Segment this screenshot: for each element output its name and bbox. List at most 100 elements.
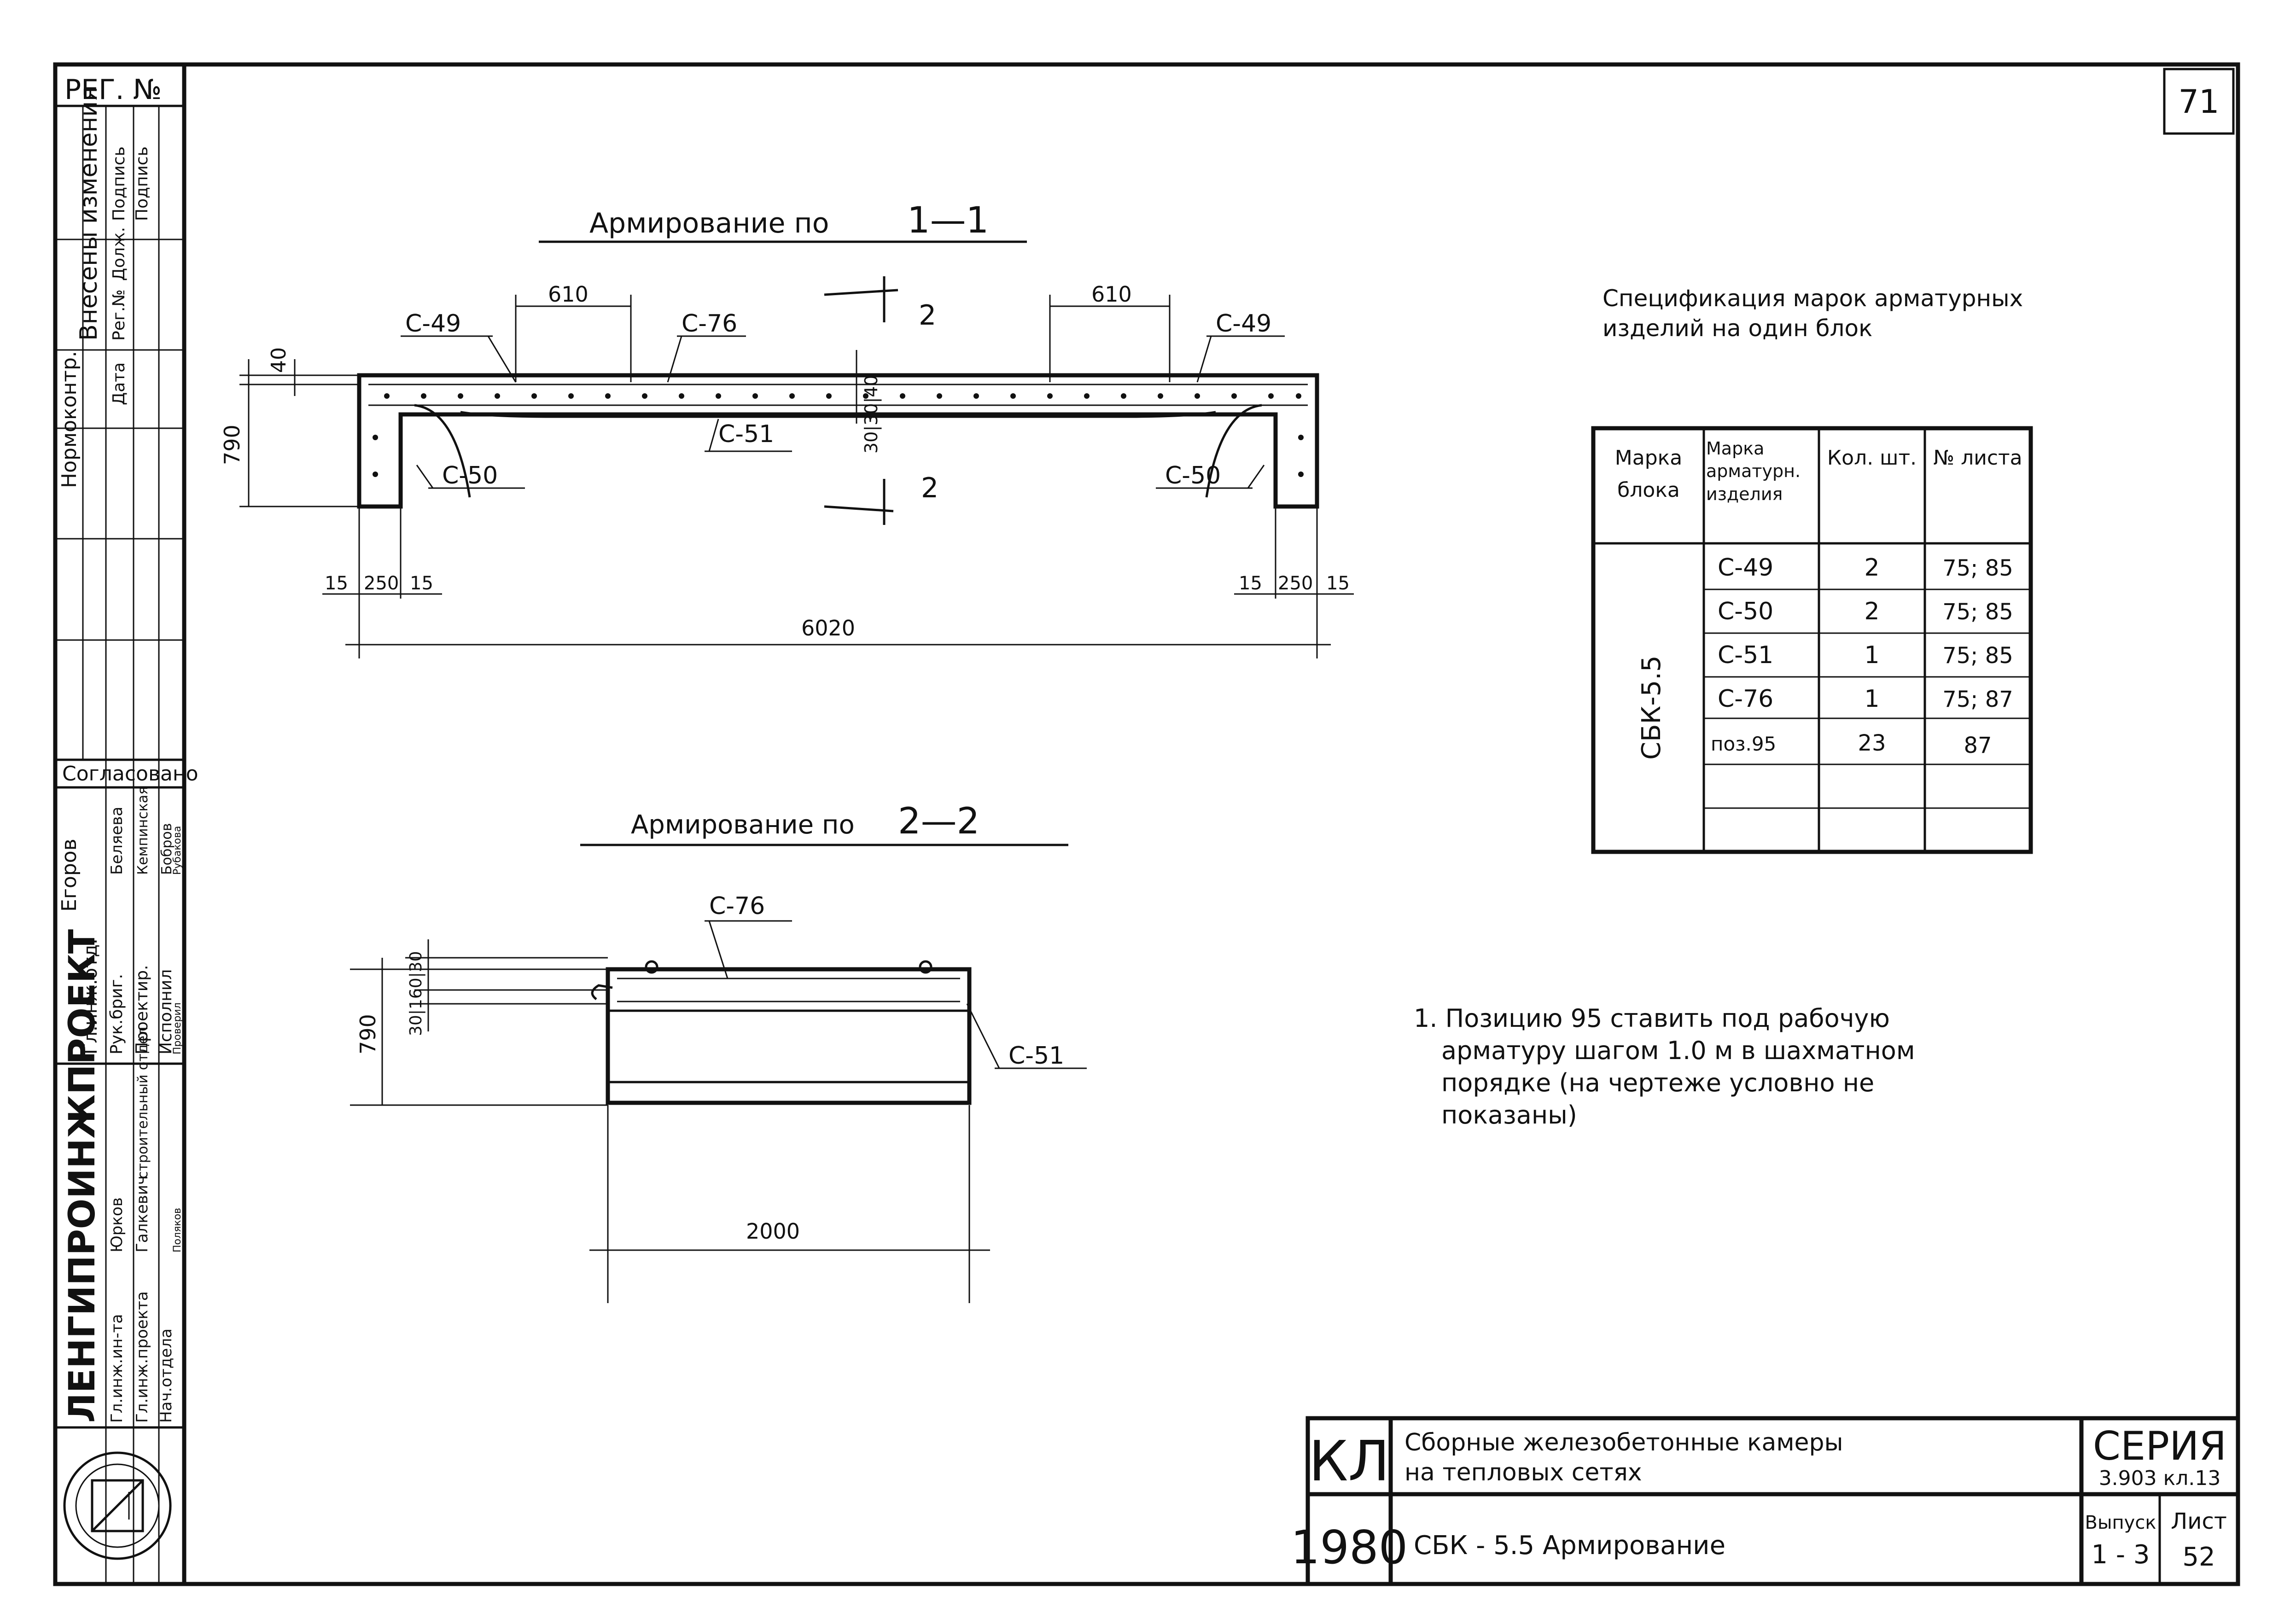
title-year: 1980 — [1291, 1520, 1408, 1574]
issue-label: Выпуск — [2085, 1512, 2156, 1533]
s1-label-c50-right: С-50 — [1165, 462, 1221, 489]
note-line-1: 1. Позицию 95 ставить под рабочую — [1414, 1004, 1890, 1033]
title-block: КЛ 1980 Сборные железобетонные камеры на… — [1291, 1416, 2240, 1586]
section-2-title: Армирование по — [631, 810, 855, 840]
org-name-2: Галкевич — [133, 1176, 152, 1252]
svg-text:1: 1 — [1864, 685, 1879, 713]
spec-header-block: Марка блока — [1614, 446, 1683, 502]
page-number-box: 71 — [2163, 68, 2235, 135]
agreed-label: Согласовано — [62, 762, 198, 786]
org-name-3: Поляков — [172, 1208, 183, 1252]
spec-row: С-49 2 75; 85 — [1718, 554, 2013, 582]
org-role-1: Гл.инж.ин-та — [108, 1314, 126, 1423]
note: 1. Позицию 95 ставить под рабочую армату… — [1414, 1004, 1915, 1130]
changes-col-post: Долж. — [110, 227, 128, 281]
org-role-3: Нач.отдела — [157, 1328, 175, 1423]
spec-row: С-50 2 75; 85 — [1718, 598, 2013, 625]
spec-title-1: Спецификация марок арматурных — [1603, 285, 2023, 312]
org-role-2: Гл.инж.проекта — [133, 1291, 152, 1423]
svg-text:С-51: С-51 — [1718, 641, 1773, 669]
s2-dim-790: 790 — [355, 1014, 380, 1054]
left-strip: РЕГ. № Внесены изменения Дата Рег.№ Долж… — [54, 63, 198, 1585]
svg-text:2: 2 — [921, 472, 938, 504]
section-1-rebar-dots — [373, 393, 1304, 477]
s1-label-c49-left: С-49 — [405, 310, 461, 338]
s1-cut-mark-top: 2 — [824, 276, 936, 332]
svg-text:2: 2 — [1864, 554, 1879, 582]
spec-table: Марка блока Марка арматурн. изделия Кол.… — [1591, 426, 2033, 854]
section-1-title: Армирование по — [589, 207, 829, 239]
svg-text:2: 2 — [1864, 598, 1879, 625]
section-1-concrete — [357, 373, 1319, 509]
issue-value: 1 - 3 — [2091, 1540, 2150, 1570]
sheet-value: 52 — [2182, 1542, 2215, 1572]
spec-section: Спецификация марок арматурных изделий на… — [1591, 285, 2033, 854]
s1-dim-15-b: 15 — [410, 573, 433, 594]
svg-text:С-50: С-50 — [1718, 598, 1773, 625]
svg-text:2: 2 — [919, 299, 936, 332]
s1-dim-6020: 6020 — [801, 616, 855, 641]
agreed-name-3: Кемпинская — [135, 786, 151, 875]
agreed-name-5: Рубакова — [172, 826, 183, 875]
s1-dim-790: 790 — [220, 425, 245, 465]
role-4: Исполнил — [157, 969, 175, 1054]
spec-row: С-76 1 75; 87 — [1718, 685, 2013, 713]
section-2-lift-loop-left — [645, 960, 658, 974]
section-1-1: Армирование по 1—1 С-49 — [220, 200, 1354, 658]
s2-label-c51: С-51 — [1008, 1042, 1064, 1070]
role-3: Проектир. — [133, 965, 152, 1054]
section-2-concrete — [606, 967, 972, 1105]
section-2-hook — [591, 984, 613, 1000]
s2-dim-2000: 2000 — [746, 1219, 800, 1244]
note-line-4: показаны) — [1441, 1101, 1577, 1130]
svg-text:С-76: С-76 — [1718, 685, 1773, 713]
spec-header-item: Марка арматурн. изделия — [1706, 438, 1801, 504]
agreed-name-2: Беляева — [108, 807, 126, 875]
svg-text:87: 87 — [1964, 733, 1992, 758]
org-name: ЛЕНГИПРОИНЖПРОЕКТ — [62, 929, 103, 1423]
s1-dim-40: 40 — [267, 347, 291, 373]
s1-dim-250-right: 250 — [1278, 573, 1313, 594]
svg-text:поз.95: поз.95 — [1711, 733, 1776, 755]
changes-col-sign-2: Подпись — [133, 146, 152, 221]
svg-text:75; 85: 75; 85 — [1942, 555, 2013, 581]
section-1-c51-bar — [460, 411, 1216, 418]
s1-cut-mark-bottom: 2 — [824, 472, 938, 525]
svg-text:75; 85: 75; 85 — [1942, 643, 2013, 669]
section-2-cut: 2—2 — [898, 801, 979, 842]
s1-mid-dims: 30|30|40 — [861, 375, 882, 454]
changes-col-sign: Подпись — [110, 146, 128, 221]
s1-dim-15-a: 15 — [325, 573, 348, 594]
title-line-1: Сборные железобетонные камеры — [1404, 1429, 1843, 1456]
org-name-1: Юрков — [108, 1197, 126, 1252]
reg-no-label: РЕГ. № — [64, 74, 162, 106]
role-1: Гл.инж.отд. — [80, 938, 101, 1054]
s1-dim-15-c: 15 — [1239, 573, 1262, 594]
spec-row: поз.95 23 87 — [1711, 730, 1992, 758]
s1-dim-15-d: 15 — [1326, 573, 1350, 594]
section-2-lift-loop-right — [919, 960, 932, 974]
title-subtitle: СБК - 5.5 Армирование — [1414, 1531, 1725, 1561]
spec-row: С-51 1 75; 85 — [1718, 641, 2013, 669]
s1-label-c49-right: С-49 — [1216, 310, 1271, 338]
org-logo — [63, 1451, 172, 1560]
spec-block-mark: СБК-5.5 — [1637, 655, 1667, 760]
note-line-3: порядке (на чертеже условно не — [1441, 1068, 1874, 1097]
s2-label-c76: С-76 — [709, 892, 765, 920]
title-code: КЛ — [1309, 1430, 1389, 1494]
svg-text:С-49: С-49 — [1718, 554, 1773, 582]
svg-text:75; 85: 75; 85 — [1942, 599, 2013, 625]
changes-col-date: Дата — [110, 362, 128, 405]
svg-text:23: 23 — [1858, 730, 1886, 756]
section-2-2: Армирование по 2—2 С-76 С-51 790 30|160|… — [350, 801, 1087, 1303]
s1-dim-610-right: 610 — [1091, 282, 1132, 307]
s1-label-c50-left: С-50 — [442, 462, 498, 489]
s1-dim-610-left: 610 — [548, 282, 589, 307]
spec-header-sheet: № листа — [1933, 446, 2022, 470]
s2-dim-stack: 30|160|30 — [407, 951, 425, 1036]
agreed-name-1: Егоров — [58, 839, 81, 912]
changes-col-reg: Рег.№ — [110, 289, 128, 341]
spec-title-2: изделий на один блок — [1603, 315, 1872, 342]
normocontrol-label: Нормоконтр. — [58, 351, 81, 488]
